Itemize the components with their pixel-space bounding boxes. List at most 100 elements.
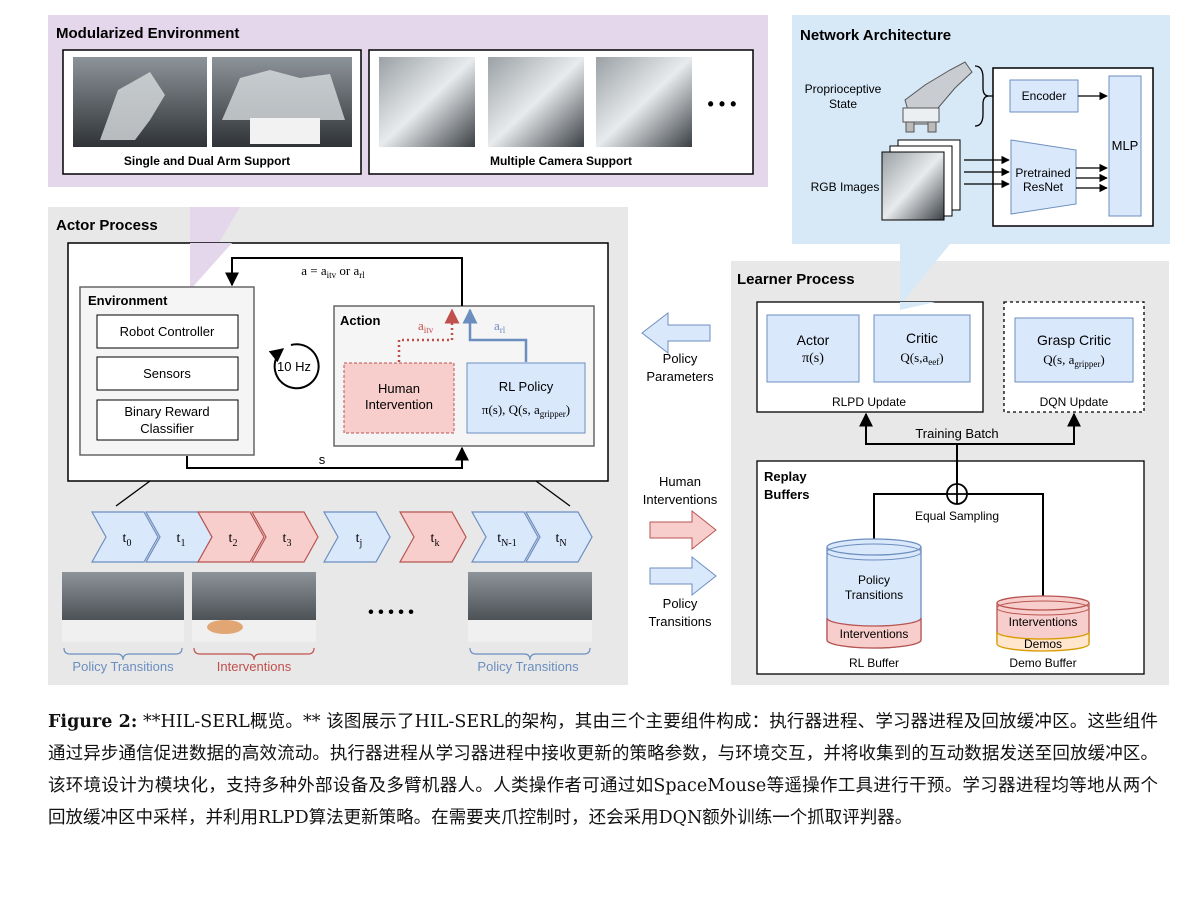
state-arrow <box>186 446 469 469</box>
timeline-step-label-0: t0 <box>123 531 132 549</box>
grasp-critic-fn: Q(s, agripper) <box>1043 352 1104 369</box>
a-itv-label: aitv <box>418 318 434 335</box>
timeline-step-2 <box>196 511 265 563</box>
a-rl-label: arl <box>494 318 506 335</box>
policy-trans-arrow <box>649 555 717 597</box>
timeline-step-label-k: tk <box>431 531 440 549</box>
sensors-label: Sensors <box>143 366 191 381</box>
replay-title-line2: Buffers <box>764 487 810 502</box>
rlpd-update-label: RLPD Update <box>832 395 906 409</box>
reward-classifier-box <box>96 399 239 441</box>
policy-trans-line1: Policy <box>663 596 698 611</box>
middle-arrows: Policy Parameters Human Interventions Po… <box>641 311 718 629</box>
rl-buffer-label: RL Buffer <box>849 656 899 670</box>
actor-box <box>766 314 860 383</box>
callout-wedge-network <box>900 244 950 306</box>
environment-title: Environment <box>88 293 168 308</box>
camera-view-2 <box>488 57 584 147</box>
rl-policy-fn: π(s), Q(s, agripper) <box>482 402 570 419</box>
rl-buffer-policy-line1: Policy <box>858 573 890 587</box>
demo-buffer-demos: Demos <box>1024 637 1062 651</box>
robot-controller-box <box>96 314 239 349</box>
critic-fn: Q(s,aeef) <box>900 350 943 367</box>
frequency-label: 10 Hz <box>277 359 311 374</box>
timeline-step-n-1 <box>470 511 539 563</box>
network-architecture-panel: Network Architecture Proprioceptive Stat… <box>792 15 1170 244</box>
brace-label-policy-2: Policy Transitions <box>477 659 579 674</box>
timeline-step-3 <box>250 511 319 563</box>
demo-buffer-interventions: Interventions <box>1009 615 1078 629</box>
brace-label-interventions: Interventions <box>217 659 292 674</box>
grasp-critic-label: Grasp Critic <box>1037 332 1111 348</box>
demo-buffer-cylinder <box>996 595 1090 652</box>
human-int-arrow <box>649 509 717 551</box>
rl-buffer-interventions: Interventions <box>840 627 909 641</box>
human-int-line2: Interventions <box>643 492 718 507</box>
timeline-dots: • • • • • <box>368 604 414 621</box>
timeline-flare <box>115 480 571 507</box>
encoder-box <box>1009 79 1079 113</box>
sensors-box <box>96 356 239 391</box>
modular-env-title: Modularized Environment <box>56 25 239 42</box>
network-title: Network Architecture <box>800 27 951 44</box>
replay-title-line1: Replay <box>764 469 807 484</box>
rl-policy-box <box>466 362 586 434</box>
reward-label-line1: Binary Reward <box>124 404 209 419</box>
policy-params-line1: Policy <box>663 351 698 366</box>
rl-policy-label: RL Policy <box>499 379 554 394</box>
resnet-label-line2: ResNet <box>1023 180 1064 194</box>
timeline-step-n <box>524 511 593 563</box>
learner-process-panel: Learner Process Actor π(s) Critic Q(s,ae… <box>731 244 1169 685</box>
resnet-trapezoid <box>1010 139 1077 215</box>
callout-wedge-env-inner <box>190 243 232 290</box>
human-intervention-line1: Human <box>378 381 420 396</box>
timeline-step-label-2: t2 <box>229 531 238 549</box>
mlp-box <box>1108 75 1142 217</box>
timeline-step-label-3: t3 <box>283 531 292 549</box>
proprio-label-line1: Proprioceptive <box>805 82 882 96</box>
training-batch-arrow-rlpd <box>859 412 958 461</box>
actor-process-panel: Actor Process Environment Robot Controll… <box>48 207 628 685</box>
rgb-images-stack <box>881 139 961 221</box>
loop-frequency-icon <box>268 343 320 390</box>
demo-buffer-label: Demo Buffer <box>1009 656 1076 670</box>
action-title: Action <box>340 313 381 328</box>
critic-label: Critic <box>906 330 938 346</box>
reward-label-line2: Classifier <box>140 421 194 436</box>
training-batch-label: Training Batch <box>915 426 998 441</box>
actor-label: Actor <box>797 332 830 348</box>
a-rl-arrow <box>462 308 528 362</box>
resnet-label-line1: Pretrained <box>1015 166 1070 180</box>
dqn-update-label: DQN Update <box>1040 395 1109 409</box>
figure-caption-text: **HIL-SERL概览。** 该图展示了HIL-SERL的架构，其由三个主要组… <box>48 712 1158 828</box>
encoder-label: Encoder <box>1022 89 1067 103</box>
training-batch-arrow-dqn <box>957 412 1081 445</box>
policy-params-line2: Parameters <box>646 369 714 384</box>
rl-buffer-cylinder <box>826 538 922 649</box>
human-intervention-box <box>343 362 455 434</box>
proprio-label-line2: State <box>829 97 857 111</box>
action-return-arrow <box>225 257 463 306</box>
rgb-images-label: RGB Images <box>811 180 880 194</box>
timeline-step-0 <box>90 511 159 563</box>
timeline-step-label-n: tN <box>555 531 566 549</box>
gripper-icon <box>902 61 973 133</box>
camera-support-caption: Multiple Camera Support <box>490 154 632 168</box>
modularized-environment-panel: Modularized Environment Single and Dual … <box>48 15 768 187</box>
policy-trans-line2: Transitions <box>648 614 712 629</box>
human-intervention-line2: Intervention <box>365 397 433 412</box>
human-int-line1: Human <box>659 474 701 489</box>
camera-view-3 <box>596 57 692 147</box>
transition-frames <box>62 572 592 642</box>
timeline-step-k <box>398 511 467 563</box>
actor-title: Actor Process <box>56 217 158 234</box>
timeline-step-j <box>322 511 391 563</box>
arm-support-caption: Single and Dual Arm Support <box>124 154 290 168</box>
rl-buffer-policy-line2: Transitions <box>845 588 903 602</box>
timeline-step-label-j: tj <box>356 531 363 549</box>
actor-fn: π(s) <box>802 351 824 366</box>
policy-params-arrow <box>641 311 711 355</box>
figure-caption-label: Figure 2: <box>48 712 138 732</box>
hil-serl-diagram: Modularized Environment Single and Dual … <box>48 15 1170 685</box>
